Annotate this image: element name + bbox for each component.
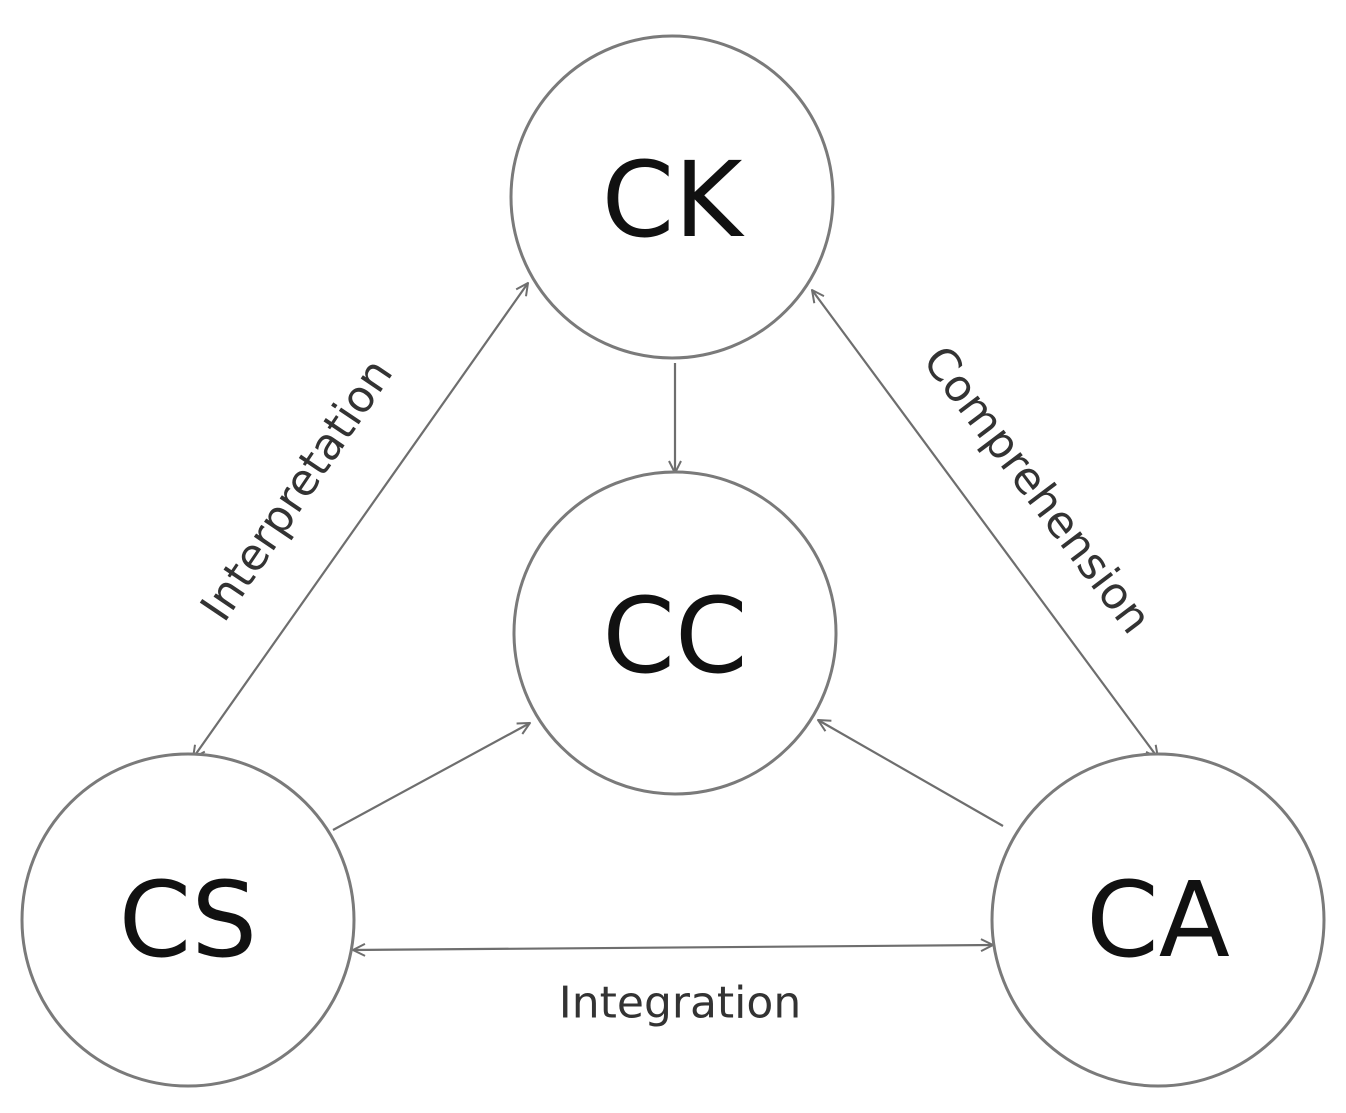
ck-node: CK — [509, 34, 835, 360]
comprehension-arrow — [812, 290, 1158, 758]
interpretation-label: Interpretation — [191, 350, 403, 630]
integration-label: Integration — [559, 978, 801, 1029]
ca-node: CA — [990, 752, 1326, 1088]
ck-label: CK — [602, 139, 746, 261]
cs-node: CS — [20, 752, 356, 1088]
cs-label: CS — [119, 859, 258, 981]
cs-to-cc-arrow — [332, 723, 530, 831]
cc-node: CC — [512, 470, 838, 796]
integration-arrow — [353, 945, 993, 950]
ca-label: CA — [1086, 859, 1230, 981]
ca-to-cc-arrow — [818, 720, 1004, 827]
comprehension-label: Comprehension — [913, 337, 1162, 644]
interpretation-arrow — [193, 283, 528, 758]
cc-label: CC — [602, 575, 747, 697]
